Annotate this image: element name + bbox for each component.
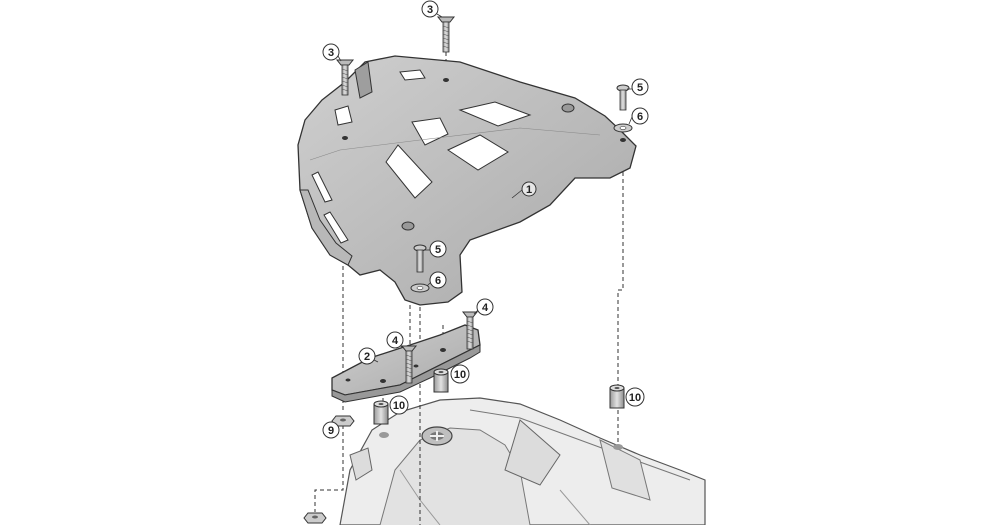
- callout-10-right: 10: [625, 387, 645, 407]
- callout-label: 10: [629, 392, 641, 404]
- washer-mid: [410, 283, 430, 293]
- screw-bracket-right: [461, 311, 479, 350]
- nut-bottom: [303, 512, 327, 524]
- nut-left: [331, 415, 355, 427]
- callout-label: 6: [637, 111, 643, 123]
- callout-4-right: 4: [476, 298, 494, 316]
- callout-label: 6: [435, 275, 441, 287]
- top-rack-plate: [297, 55, 637, 306]
- spacer-left: [373, 400, 389, 425]
- motorcycle-rear-frame: [339, 397, 706, 525]
- callout-label: 3: [328, 47, 334, 59]
- callout-3-left: 3: [322, 43, 340, 61]
- callout-5-mid: 5: [429, 240, 447, 258]
- spacer-mid: [433, 368, 449, 393]
- washer-right: [613, 123, 633, 133]
- bolt-right: [616, 84, 630, 111]
- callout-2-bracket: 2: [358, 347, 376, 365]
- callout-label: 5: [637, 82, 643, 94]
- callout-1-plate: 1: [521, 181, 537, 197]
- callout-10-left: 10: [389, 395, 409, 415]
- callout-9-nut: 9: [322, 421, 340, 439]
- screw-left: [335, 59, 355, 96]
- callout-label: 3: [427, 4, 433, 16]
- screw-top: [436, 16, 456, 53]
- callout-label: 4: [482, 302, 489, 314]
- callout-10-mid: 10: [450, 364, 470, 384]
- callout-3-top: 3: [421, 0, 439, 18]
- screw-bracket-left: [400, 345, 418, 384]
- bolt-mid: [413, 244, 427, 273]
- callout-label: 5: [435, 244, 441, 256]
- spacer-right: [609, 384, 625, 409]
- callout-4-left: 4: [386, 331, 404, 349]
- callout-label: 1: [526, 184, 532, 196]
- callout-label: 2: [364, 351, 370, 363]
- callout-label: 9: [328, 425, 334, 437]
- callout-label: 10: [454, 369, 466, 381]
- callout-5-right: 5: [631, 78, 649, 96]
- callout-label: 4: [392, 335, 399, 347]
- callout-6-mid: 6: [429, 271, 447, 289]
- callout-label: 10: [393, 400, 405, 412]
- callout-6-right: 6: [631, 107, 649, 125]
